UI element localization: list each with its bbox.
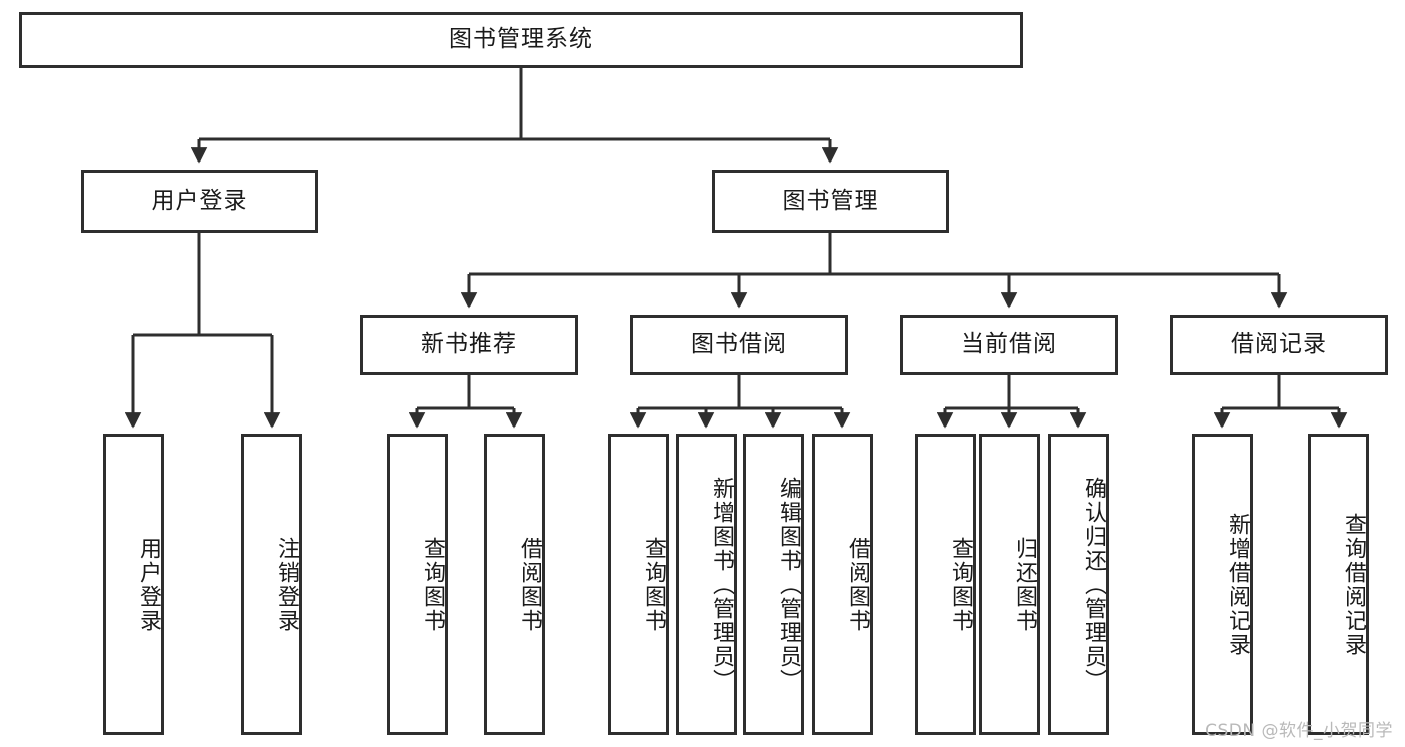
node-label: 查询借阅记录 [1341,512,1366,657]
node-label: 借阅记录 [1231,331,1327,358]
node-book-management[interactable]: 图书管理 [712,170,949,233]
node-label: 编辑图书（管理员） [776,476,801,693]
leaf-add-book-admin[interactable]: 新增图书（管理员） [676,434,737,735]
leaf-borrow-book[interactable]: 借阅图书 [812,434,873,735]
node-label: 新书推荐 [421,331,517,358]
node-label: 用户登录 [151,187,248,214]
csdn-watermark: CSDN @软件_小贺同学 [1205,721,1393,741]
node-label: 确认归还（管理员） [1081,476,1106,693]
node-label: 注销登录 [274,536,299,633]
node-new-book-recommend[interactable]: 新书推荐 [360,315,578,375]
leaf-user-logout[interactable]: 注销登录 [241,434,302,735]
node-user-login[interactable]: 用户登录 [81,170,318,233]
leaf-query-book-recommend[interactable]: 查询图书 [387,434,448,735]
node-label: 查询图书 [948,536,973,633]
leaf-user-login[interactable]: 用户登录 [103,434,164,735]
leaf-query-book-borrow[interactable]: 查询图书 [608,434,669,735]
node-label: 图书借阅 [691,331,787,358]
node-label: 查询图书 [420,536,445,633]
leaf-return-book[interactable]: 归还图书 [979,434,1040,735]
leaf-confirm-return-admin[interactable]: 确认归还（管理员） [1048,434,1109,735]
node-label: 当前借阅 [961,331,1057,358]
node-label: 图书管理 [782,187,879,214]
node-label: 借阅图书 [845,536,870,633]
node-label: 用户登录 [136,536,161,633]
node-label: 归还图书 [1012,536,1037,633]
node-current-borrow[interactable]: 当前借阅 [900,315,1118,375]
node-label: 查询图书 [641,536,666,633]
leaf-edit-book-admin[interactable]: 编辑图书（管理员） [743,434,804,735]
leaf-add-borrow-record[interactable]: 新增借阅记录 [1192,434,1253,735]
node-label: 借阅图书 [517,536,542,633]
node-label: 新增图书（管理员） [709,476,734,693]
node-label: 图书管理系统 [449,26,593,53]
leaf-borrow-book-recommend[interactable]: 借阅图书 [484,434,545,735]
node-borrow-record[interactable]: 借阅记录 [1170,315,1388,375]
node-label: 新增借阅记录 [1225,512,1250,657]
node-book-borrow[interactable]: 图书借阅 [630,315,848,375]
leaf-query-book-current[interactable]: 查询图书 [915,434,976,735]
leaf-query-borrow-record[interactable]: 查询借阅记录 [1308,434,1369,735]
node-root-book-management-system[interactable]: 图书管理系统 [19,12,1023,68]
